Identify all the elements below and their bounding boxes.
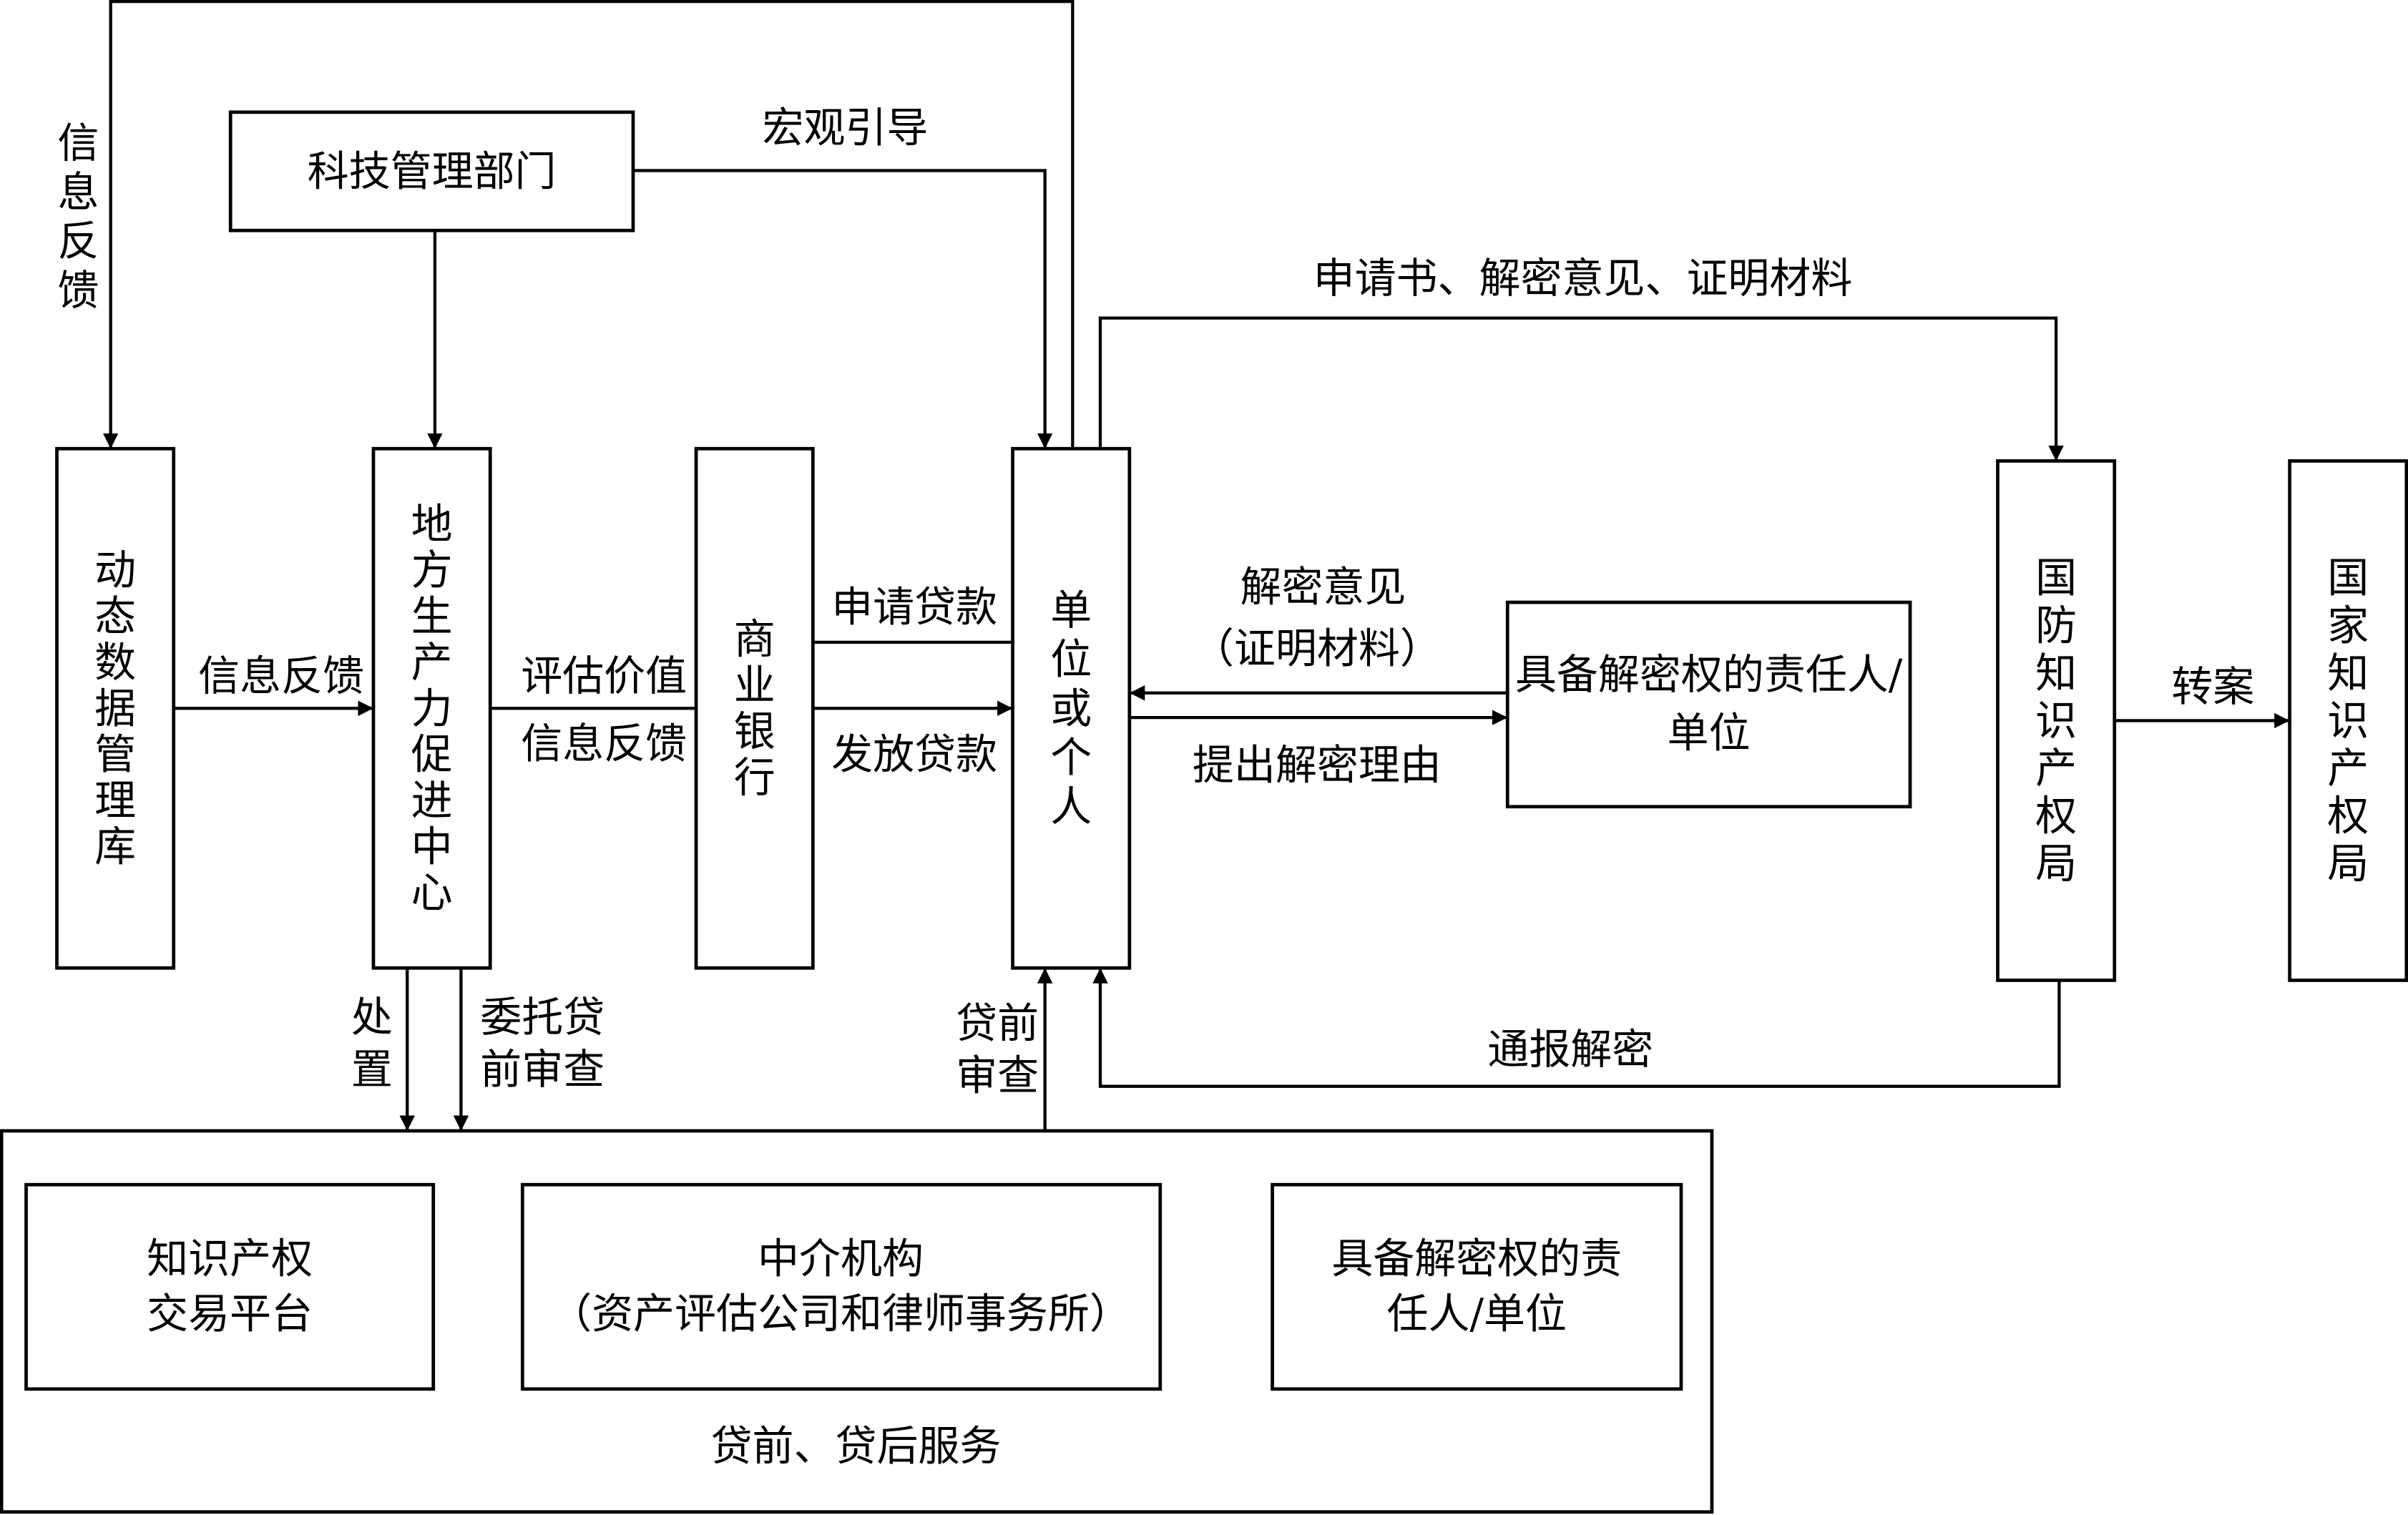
edge-notify-declassification: [1092, 968, 2061, 1088]
node-sublabel: （资产评估公司和律师事务所）: [550, 1290, 1131, 1338]
edge-label-info-feedback-top: 信息反馈: [58, 119, 99, 315]
node-label: 具备解密权的责任人/单位: [1515, 650, 1903, 758]
edge-label-application-docs: 申请书、解密意见、证明材料: [1313, 254, 1853, 303]
edge-label-declass-reason: 提出解密理由: [1193, 741, 1442, 790]
node-label: 地方生产力促进中心: [411, 499, 453, 917]
edge-label-valuation: 评估价值: [521, 652, 687, 700]
edge-info-feedback-top: [102, 0, 1075, 449]
edge-macro-guidance: [632, 169, 1053, 449]
node-tech-management-dept: 科技管理部门: [228, 110, 635, 232]
edge-label-entrusted-review: 委托贷前审查: [480, 993, 605, 1094]
node-ip-trading-platform: 知识产权交易平台: [24, 1182, 436, 1391]
node-declassification-authority: 具备解密权的责任人/单位: [1505, 600, 1912, 809]
edge-label-disposal: 处置: [351, 993, 393, 1094]
edge-label-loan-disbursement: 发放贷款: [831, 730, 997, 779]
edge-label-loan-application: 申请贷款: [831, 582, 997, 631]
edge-label-proof-materials: （证明材料）: [1193, 624, 1442, 672]
node-label: 单位或个人: [1050, 586, 1092, 831]
node-dynamic-database: 动态数据管理库: [55, 446, 176, 970]
node-label: 科技管理部门: [308, 147, 557, 196]
node-commercial-bank: 商业银行: [694, 446, 815, 970]
node-label: 知识产权交易平台: [147, 1234, 313, 1338]
edge-label-macro-guidance: 宏观引导: [762, 103, 928, 152]
node-label: 商业银行: [734, 615, 775, 802]
node-productivity-center: 地方生产力促进中心: [371, 446, 492, 970]
edge-label-pre-loan-review: 贷前审查: [956, 999, 1039, 1100]
node-unit-or-individual: 单位或个人: [1011, 446, 1132, 970]
services-caption: 贷前、贷后服务: [711, 1421, 1002, 1470]
node-label: 国家知识产权局: [2327, 554, 2369, 888]
node-national-ip-office: 国家知识产权局: [2288, 459, 2408, 982]
node-label: 动态数据管理库: [94, 546, 136, 871]
edge-label-info-feedback-db: 信息反馈: [198, 652, 364, 700]
node-label: 中介机构: [758, 1234, 924, 1283]
edge-label-notify-declassification: 通报解密: [1487, 1025, 1653, 1074]
node-label: 国防知识产权局: [2035, 554, 2077, 888]
node-declassification-authority-service: 具备解密权的责任人/单位: [1271, 1182, 1683, 1391]
edge-label-declass-opinion: 解密意见: [1240, 563, 1406, 612]
edge-label-info-feedback-bank: 信息反馈: [521, 720, 687, 768]
node-label: 具备解密权的责任人/单位: [1331, 1234, 1622, 1338]
node-intermediary-agency: 中介机构 （资产评估公司和律师事务所）: [520, 1182, 1163, 1391]
edge-label-transfer-case: 转案: [2171, 662, 2254, 711]
edge-application-docs: [1098, 316, 2064, 461]
node-defense-ip-office: 国防知识产权局: [1996, 459, 2117, 982]
